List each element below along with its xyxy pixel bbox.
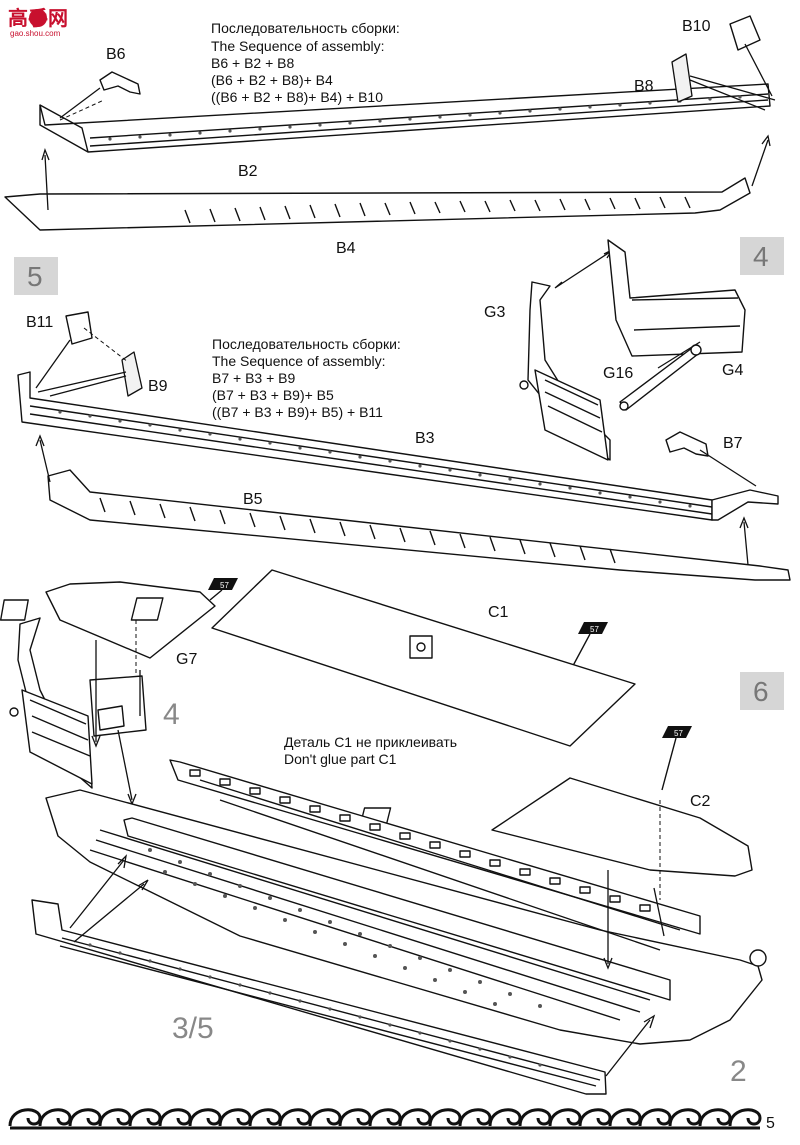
step-6-box: 6 — [740, 672, 784, 710]
hull-bow-knob — [749, 949, 767, 967]
label-g16: G16 — [603, 365, 633, 382]
part-b11 — [65, 311, 93, 345]
glue-badge-c1-text: 57 — [590, 625, 599, 634]
page-number: 5 — [766, 1115, 775, 1132]
step5-line-2: (B7 + B3 + B9)+ B5 — [212, 387, 334, 403]
part-b5 — [47, 469, 791, 581]
logo-brand: 高手网 — [8, 6, 68, 30]
glue-badge-c2-text: 57 — [674, 729, 683, 738]
step-4-box: 4 — [740, 237, 784, 275]
part-c1-deck — [130, 569, 636, 747]
part-b3-rail — [17, 371, 779, 521]
step-5-box: 5 — [14, 257, 58, 295]
lower-rail-holes — [88, 943, 542, 1067]
stern-assembly — [9, 617, 147, 789]
label-b10: B10 — [682, 18, 711, 35]
part-b9 — [121, 351, 143, 397]
top-sequence-text: Последовательность сборки: The Sequence … — [211, 20, 400, 105]
ref-4: 4 — [163, 698, 180, 731]
glue-badge-c1: 57 — [578, 622, 608, 634]
step5-sequence-text: Последовательность сборки: The Sequence … — [212, 336, 401, 420]
glue-badge-g7: 57 — [208, 578, 238, 590]
label-g4: G4 — [722, 362, 743, 379]
b3-holes — [58, 410, 692, 508]
top-sequence-title-en: The Sequence of assembly: — [211, 38, 385, 54]
label-b7: B7 — [723, 435, 743, 452]
step5-title-ru: Последовательность сборки: — [212, 336, 401, 352]
part-b4 — [4, 177, 751, 231]
label-b5: B5 — [243, 491, 263, 508]
step-4-number: 4 — [753, 241, 769, 272]
step-6-number: 6 — [753, 676, 769, 707]
label-b4: B4 — [336, 240, 356, 257]
step5-title-en: The Sequence of assembly: — [212, 353, 386, 369]
label-b3: B3 — [415, 430, 435, 447]
hull-rail-windows — [189, 769, 651, 912]
label-g7: G7 — [176, 651, 197, 668]
glue-badge-g7-text: 57 — [220, 581, 229, 590]
label-c2: C2 — [690, 793, 711, 810]
step6-note-en: Don't glue part C1 — [284, 751, 397, 767]
top-sequence-title-ru: Последовательность сборки: — [211, 20, 400, 36]
label-c1: C1 — [488, 604, 509, 621]
part-g3-tip — [519, 380, 529, 390]
part-b7 — [665, 431, 709, 457]
logo-ball-icon — [29, 9, 47, 27]
watermark-logo: 高手网 gao.shou.com — [8, 6, 68, 38]
part-b2-rail — [39, 83, 771, 153]
label-b2: B2 — [238, 163, 258, 180]
hull-side-rail-lower — [31, 899, 607, 1095]
wave-border — [8, 1108, 762, 1130]
step-5-number: 5 — [27, 261, 43, 292]
top-sequence-line-3: ((B6 + B2 + B8)+ B4) + B10 — [211, 89, 383, 105]
ref-2: 2 — [730, 1055, 747, 1088]
top-sequence-line-1: B6 + B2 + B8 — [211, 55, 294, 71]
label-b11: B11 — [26, 314, 53, 331]
step6-note-ru: Деталь C1 не приклеивать — [284, 734, 457, 750]
hull-oar-holes — [148, 848, 542, 1008]
label-b8: B8 — [634, 78, 654, 95]
part-b8 — [671, 53, 693, 103]
top-sequence-line-2: (B6 + B2 + B8)+ B4 — [211, 72, 333, 88]
part-b10 — [729, 15, 761, 51]
label-b9: B9 — [148, 378, 168, 395]
b2-holes — [108, 95, 742, 141]
part-b6 — [99, 71, 141, 95]
label-g3: G3 — [484, 304, 505, 321]
step5-line-3: ((B7 + B3 + B9)+ B5) + B11 — [212, 404, 383, 420]
step5-line-1: B7 + B3 + B9 — [212, 370, 295, 386]
label-b6: B6 — [106, 46, 126, 63]
part-g3-stern — [527, 281, 611, 461]
part-g16-pole — [619, 344, 702, 411]
step6-note: Деталь C1 не приклеивать Don't glue part… — [284, 734, 457, 767]
part-g4-stern-frame — [607, 239, 746, 357]
logo-url: gao.shou.com — [10, 29, 61, 38]
ref-3-5: 3/5 — [172, 1012, 214, 1045]
glue-badge-c2: 57 — [662, 726, 692, 738]
hull — [45, 759, 767, 1045]
